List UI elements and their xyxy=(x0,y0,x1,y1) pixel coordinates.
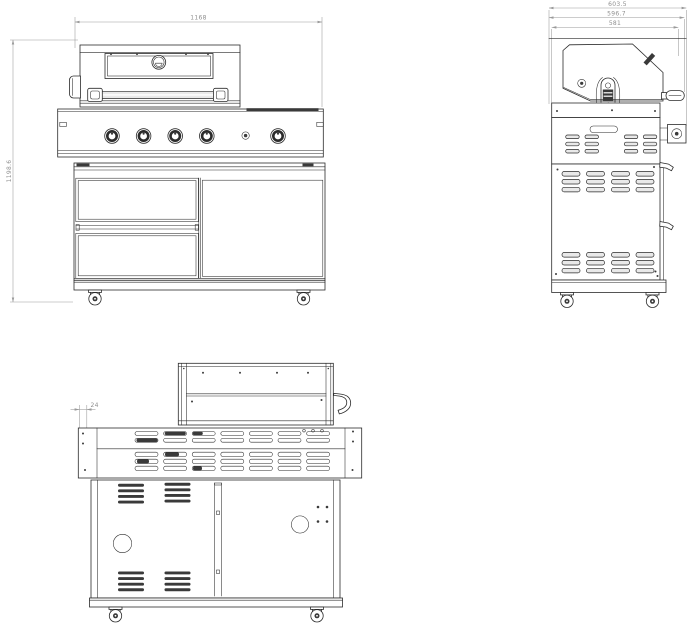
side-firebox xyxy=(551,102,661,118)
dimension-side-body: 581 xyxy=(551,20,679,29)
hood-side-bracket xyxy=(69,75,81,99)
ignition-button xyxy=(241,131,250,140)
rear-base xyxy=(89,597,343,623)
gas-hose-hole-left xyxy=(113,534,132,553)
dimension-front-width: 1168 xyxy=(74,15,323,107)
door-handle-side xyxy=(659,162,674,172)
hood-vent-slot xyxy=(643,53,656,66)
dimension-side-overall-label: 603.5 xyxy=(608,1,627,8)
caster-front-right xyxy=(296,289,311,306)
rear-vent-row-upper xyxy=(134,431,330,443)
side-louver-bank xyxy=(611,252,630,274)
front-view: 1168 1198.6 xyxy=(6,15,326,306)
extension-lines xyxy=(548,10,687,126)
control-panel xyxy=(57,108,324,158)
side-cabinet xyxy=(551,162,674,281)
side-vent-small xyxy=(623,134,639,154)
caster-front-left xyxy=(88,289,102,306)
dimension-side-overall: 603.5 xyxy=(548,1,687,10)
caster-side-front xyxy=(645,292,660,308)
caster-rear-right xyxy=(310,606,324,623)
drawer-upper xyxy=(75,177,199,222)
cabinet-door xyxy=(202,179,324,277)
burner-knob-1 xyxy=(103,127,121,145)
burner-knob-3 xyxy=(166,127,184,145)
rear-center-stile xyxy=(214,482,222,597)
side-lid-handle xyxy=(661,90,685,101)
dimension-side-hood-label: 596.7 xyxy=(607,10,626,17)
side-louver-bank xyxy=(586,252,605,274)
handle-mount-right xyxy=(212,87,229,102)
side-louver-bank xyxy=(635,252,655,274)
side-louver-bank xyxy=(611,171,630,193)
dimension-side-body-label: 581 xyxy=(609,20,621,27)
rear-cabinet xyxy=(90,479,341,599)
rear-vent-band xyxy=(77,427,363,479)
gas-hose-hole-right xyxy=(291,515,309,534)
gas-fitting xyxy=(659,124,687,144)
side-vent-small xyxy=(642,134,658,154)
side-louver-bank xyxy=(586,171,605,193)
handle-mount-left xyxy=(87,87,103,102)
rotisserie-bracket xyxy=(333,393,352,415)
caster-side-rear xyxy=(560,292,574,308)
dimension-rear-offset: 24 xyxy=(70,402,99,428)
rear-hood xyxy=(177,362,352,426)
front-base xyxy=(73,279,326,306)
door-handle-side xyxy=(659,221,674,231)
rear-view: 24 xyxy=(70,362,363,623)
caster-rear-left xyxy=(108,606,123,623)
front-cabinet xyxy=(73,162,326,281)
dimension-side-hood: 596.7 xyxy=(548,10,685,19)
burner-knob-4 xyxy=(198,127,216,145)
hood-pivot-screw xyxy=(577,79,586,88)
side-louver-bank xyxy=(561,171,581,193)
side-louver-bank xyxy=(561,252,581,274)
burner-knob-5 xyxy=(269,127,287,145)
side-view: 603.5 596.7 581 xyxy=(548,1,687,308)
side-panel-slot xyxy=(589,125,618,133)
side-louver-bank xyxy=(635,171,655,193)
side-vent-small xyxy=(565,134,580,154)
rear-vent-row-lower xyxy=(134,451,330,471)
dimension-front-width-label: 1168 xyxy=(190,15,206,22)
lid-thermometer xyxy=(151,54,167,70)
dimension-rear-offset-label: 24 xyxy=(91,402,99,409)
side-panel xyxy=(551,117,687,165)
side-hood xyxy=(562,43,685,106)
burner-knob-2 xyxy=(135,127,153,145)
lid-handle xyxy=(87,87,229,102)
side-base xyxy=(551,279,667,308)
dimension-front-height-label: 1198.6 xyxy=(6,160,13,183)
dimension-front-height: 1198.6 xyxy=(6,39,78,303)
side-shelf-edge xyxy=(246,108,319,111)
side-vent-small xyxy=(584,134,599,154)
